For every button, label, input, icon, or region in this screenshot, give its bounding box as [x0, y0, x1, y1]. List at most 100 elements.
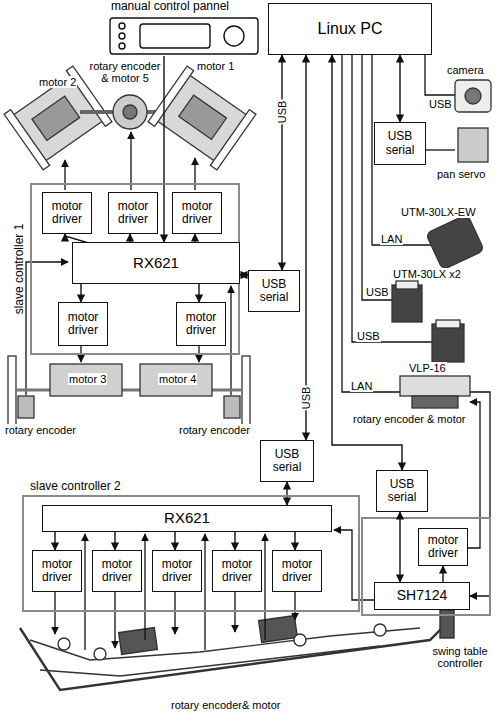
rect-shape	[455, 80, 491, 112]
path-shape	[198, 344, 199, 362]
sensors	[362, 80, 491, 615]
path-shape	[264, 534, 265, 640]
path-shape	[342, 55, 400, 392]
path-shape	[466, 402, 480, 548]
rect-shape	[242, 356, 250, 426]
box-text: USB serial	[377, 478, 427, 504]
path-shape	[144, 534, 145, 640]
control-panel	[110, 18, 258, 54]
box-text: Linux PC	[318, 20, 383, 38]
path-shape	[80, 344, 81, 362]
process-box: USB serial	[376, 470, 428, 512]
process-box: USB serial	[260, 440, 314, 482]
part-label: VLP-16	[408, 362, 447, 374]
process-box: motor driver	[42, 192, 92, 234]
process-box: motor driver	[152, 550, 202, 592]
connector	[281, 55, 282, 270]
box-text: motor driver	[109, 200, 157, 226]
edge-label: USB	[276, 100, 288, 125]
box-text: RX621	[133, 255, 179, 272]
part-label: LAN	[380, 233, 403, 245]
box-text: motor driver	[177, 311, 225, 337]
circle-shape	[465, 88, 481, 104]
panel-node: manual control pannel	[80, 0, 260, 56]
connector	[399, 55, 400, 122]
controller-group: slave controller 2RX621motor drivermotor…	[22, 495, 360, 612]
part-label: motor 1	[196, 60, 235, 72]
part-label: motor 3	[68, 373, 107, 385]
process-box: motor driver	[176, 302, 226, 346]
connector	[80, 284, 81, 302]
part-label: motor 4	[158, 373, 197, 385]
box-text: SH7124	[397, 588, 448, 603]
part-label: UTM-30LX-EW	[400, 206, 477, 218]
controller-group: slave controller 1motor drivermotor driv…	[30, 183, 240, 355]
process-box: motor driver	[272, 550, 322, 592]
connector	[305, 55, 306, 440]
rect-shape	[50, 364, 122, 396]
box-text: RX621	[164, 510, 210, 527]
path-shape	[204, 534, 205, 650]
path-shape	[194, 158, 195, 190]
path-shape	[352, 55, 432, 342]
path-shape	[40, 646, 380, 676]
process-box: RX621	[72, 242, 240, 284]
rect-shape	[210, 110, 256, 170]
process-box: SH7124	[374, 582, 470, 610]
box-text: motor driver	[173, 200, 221, 226]
circle-shape	[113, 95, 147, 129]
rect-shape	[392, 285, 422, 322]
process-box: motor driver	[108, 192, 158, 234]
rect-shape	[436, 320, 460, 328]
process-box: motor driver	[212, 550, 262, 592]
circle-shape	[294, 634, 306, 646]
connector	[54, 532, 55, 550]
rect-shape	[110, 18, 258, 54]
part-label: UTM-30LX x2	[392, 268, 462, 280]
circle-shape	[94, 648, 106, 660]
edge-label: USB	[300, 386, 312, 411]
rect-shape	[119, 628, 158, 655]
circle-shape	[123, 105, 137, 119]
rect-shape	[12, 74, 103, 161]
connector	[163, 56, 164, 242]
path-shape	[30, 628, 420, 660]
rect-shape	[140, 24, 210, 48]
connector	[234, 532, 235, 550]
rect-shape	[224, 396, 240, 418]
connector	[114, 532, 115, 550]
circle-shape	[119, 43, 125, 49]
part-label: rotary encoder	[4, 424, 77, 436]
part-label: rotary encoder& motor	[170, 699, 281, 711]
box-text: slave controller 2	[30, 480, 121, 493]
process-box: RX621	[42, 505, 332, 532]
box-text: USB serial	[375, 130, 425, 156]
box-text: motor driver	[153, 558, 201, 584]
circle-shape	[119, 23, 125, 29]
path-shape	[294, 590, 295, 620]
sensor-wires	[342, 55, 490, 596]
connector	[294, 532, 295, 550]
rect-shape	[426, 214, 485, 270]
part-label: rotary encoder	[178, 424, 251, 436]
circle-shape	[119, 33, 125, 39]
circle-shape	[374, 624, 386, 636]
rect-shape	[396, 281, 418, 289]
process-box: USB serial	[374, 122, 426, 165]
connector	[174, 532, 175, 550]
rect-shape	[4, 110, 50, 170]
circle-shape	[58, 638, 70, 650]
rect-shape	[18, 396, 34, 418]
path-shape	[130, 132, 131, 190]
process-box: Linux PC	[268, 3, 432, 55]
path-shape	[54, 590, 55, 634]
box-text: manual control pannel	[111, 0, 229, 13]
rect-shape	[156, 74, 247, 161]
part-label: pan servo	[436, 168, 486, 180]
rect-shape	[362, 518, 490, 615]
rect-shape	[458, 128, 488, 162]
process-box: motor driver	[32, 550, 82, 592]
box-text: motor driver	[59, 311, 107, 337]
connector	[240, 274, 248, 275]
part-label: USB	[365, 286, 390, 298]
